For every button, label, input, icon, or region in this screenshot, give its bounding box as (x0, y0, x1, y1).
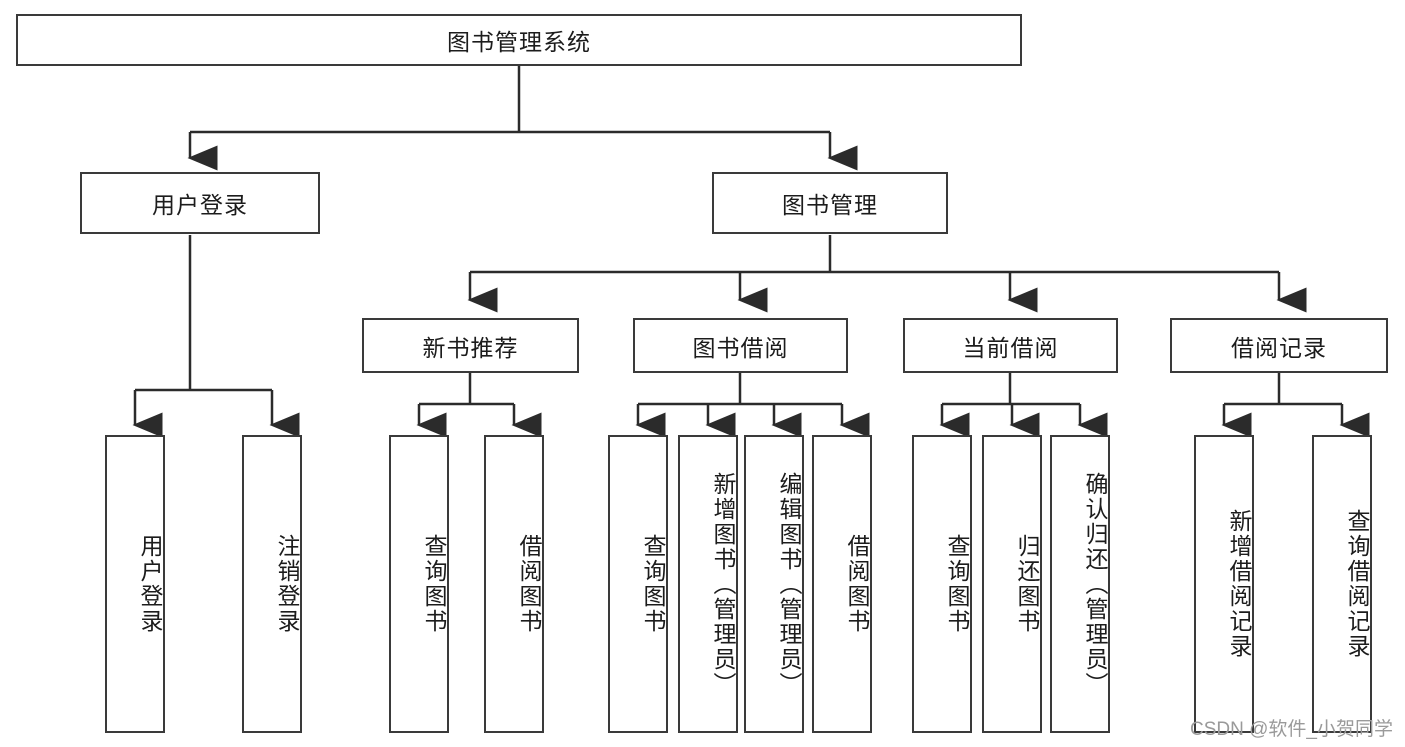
leaf-add-book-admin[interactable]: 新增图书（管理员） (678, 435, 738, 733)
leaf-logout-label: 注销登录 (274, 534, 300, 634)
node-user-login[interactable]: 用户登录 (80, 172, 320, 234)
leaf-edit-book-admin[interactable]: 编辑图书（管理员） (744, 435, 804, 733)
watermark-text: CSDN @软件_小贺同学 (1190, 719, 1393, 740)
leaf-add-borrow-record[interactable]: 新增借阅记录 (1194, 435, 1254, 733)
node-new-book-recommend-label: 新书推荐 (422, 334, 519, 361)
leaf-add-borrow-record-label: 新增借阅记录 (1226, 509, 1252, 659)
leaf-query-book-2[interactable]: 查询图书 (608, 435, 668, 733)
node-new-book-recommend[interactable]: 新书推荐 (362, 318, 579, 373)
node-book-management[interactable]: 图书管理 (712, 172, 948, 234)
leaf-borrow-book-2-label: 借阅图书 (844, 534, 870, 634)
leaf-confirm-return-admin[interactable]: 确认归还（管理员） (1050, 435, 1110, 733)
node-book-borrow-label: 图书借阅 (692, 334, 789, 361)
node-root-system-label: 图书管理系统 (447, 29, 591, 55)
leaf-query-book-1-label: 查询图书 (421, 534, 447, 634)
leaf-borrow-book-1[interactable]: 借阅图书 (484, 435, 544, 733)
leaf-edit-book-admin-label: 编辑图书（管理员） (776, 471, 802, 697)
node-root-system[interactable]: 图书管理系统 (16, 14, 1022, 66)
leaf-borrow-book-2[interactable]: 借阅图书 (812, 435, 872, 733)
leaf-user-login-label: 用户登录 (137, 534, 163, 634)
leaf-user-login[interactable]: 用户登录 (105, 435, 165, 733)
leaf-query-book-3-label: 查询图书 (944, 534, 970, 634)
leaf-query-book-2-label: 查询图书 (640, 534, 666, 634)
leaf-query-book-3[interactable]: 查询图书 (912, 435, 972, 733)
leaf-query-book-1[interactable]: 查询图书 (389, 435, 449, 733)
node-book-borrow[interactable]: 图书借阅 (633, 318, 848, 373)
leaf-return-book[interactable]: 归还图书 (982, 435, 1042, 733)
node-borrow-record[interactable]: 借阅记录 (1170, 318, 1388, 373)
node-current-borrow-label: 当前借阅 (962, 334, 1059, 361)
leaf-logout[interactable]: 注销登录 (242, 435, 302, 733)
leaf-return-book-label: 归还图书 (1014, 534, 1040, 634)
leaf-query-borrow-record[interactable]: 查询借阅记录 (1312, 435, 1372, 733)
leaf-query-borrow-record-label: 查询借阅记录 (1344, 509, 1370, 659)
node-book-management-label: 图书管理 (782, 192, 878, 218)
node-user-login-label: 用户登录 (152, 192, 248, 218)
node-borrow-record-label: 借阅记录 (1231, 334, 1327, 361)
leaf-add-book-admin-label: 新增图书（管理员） (710, 471, 736, 697)
leaf-borrow-book-1-label: 借阅图书 (516, 534, 542, 634)
leaf-confirm-return-admin-label: 确认归还（管理员） (1082, 471, 1108, 697)
node-current-borrow[interactable]: 当前借阅 (903, 318, 1118, 373)
